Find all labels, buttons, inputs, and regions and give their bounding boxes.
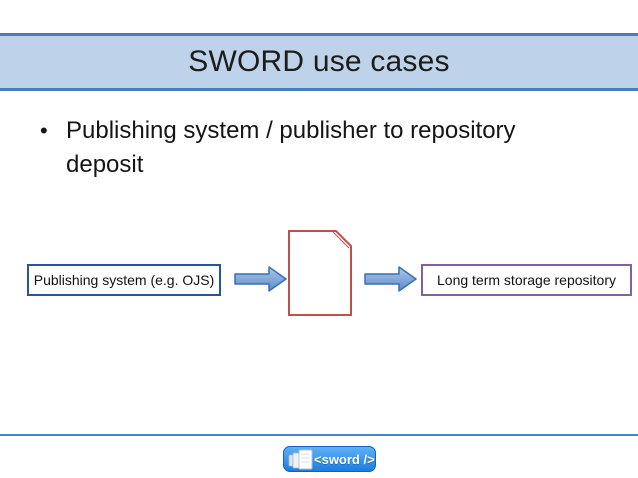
bullet-marker: • bbox=[40, 118, 48, 143]
sword-logo-text: <sword /> bbox=[314, 451, 375, 467]
right-arrow-icon bbox=[234, 266, 287, 292]
bullet-text: Publishing system / publisher to reposit… bbox=[66, 117, 516, 178]
target-repository-box: Long term storage repository bbox=[421, 264, 632, 296]
source-system-label: Publishing system (e.g. OJS) bbox=[33, 272, 215, 288]
target-repository-label: Long term storage repository bbox=[437, 272, 616, 288]
title-bar: SWORD use cases bbox=[0, 33, 638, 91]
footer-divider bbox=[0, 434, 638, 436]
stacked-pages-icon bbox=[288, 449, 313, 470]
page-title: SWORD use cases bbox=[188, 45, 450, 78]
document-icon bbox=[288, 230, 352, 316]
source-system-box: Publishing system (e.g. OJS) bbox=[27, 264, 221, 296]
bullet-item: • Publishing system / publisher to repos… bbox=[40, 114, 600, 182]
right-arrow-icon bbox=[364, 266, 417, 292]
sword-logo-badge: <sword /> bbox=[283, 446, 376, 472]
